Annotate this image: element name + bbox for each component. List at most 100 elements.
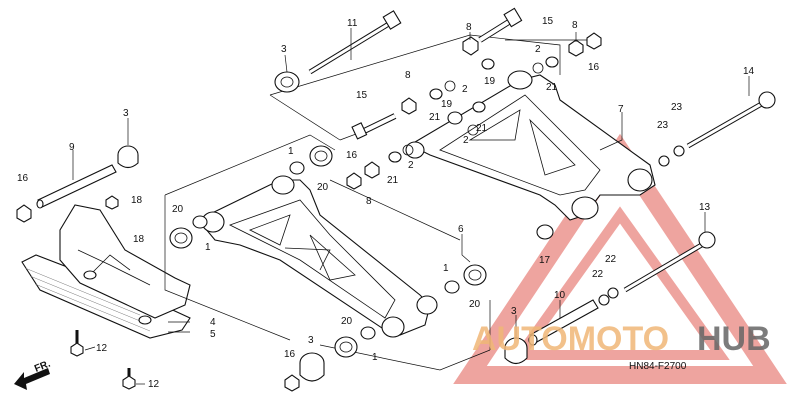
nut-16-right [586,32,602,50]
bolt-15-top [478,7,523,43]
label-2-left: 2 [408,160,414,171]
label-8-low: 8 [366,196,372,207]
label-3-bottom: 3 [308,335,314,346]
label-22-b: 22 [592,269,604,280]
label-13: 13 [699,202,711,213]
front-direction-arrow: FR. [14,358,52,390]
collar-20-a [309,145,333,167]
label-1-b: 1 [205,242,211,253]
nut-8-top [462,36,479,56]
assembly-box-lower [164,134,491,371]
label-3-top: 3 [281,44,287,55]
label-10: 10 [554,290,566,301]
label-17: 17 [539,255,551,266]
label-2-mid: 2 [462,84,468,95]
label-12-b: 12 [148,379,160,390]
nut-16-mid [346,172,362,190]
bushing-1-b [192,215,208,229]
label-20-b: 20 [172,204,184,215]
watermark-text: AUTOMOTO HUB [472,320,771,358]
nut-8-mid [401,97,417,115]
label-1-d: 1 [372,352,378,363]
watermark-part2: HUB [697,320,771,358]
label-8-right: 8 [572,20,578,31]
label-3-right: 3 [511,306,517,317]
label-23-b: 23 [657,120,669,131]
label-19-top: 19 [484,76,496,87]
ring-2-c [402,144,414,156]
watermark-triangle [453,133,787,384]
washer-21-d [388,151,402,163]
bushing-1-c [444,280,460,294]
washer-21-b [472,101,486,113]
washer-21-a [545,56,559,68]
label-18-b: 18 [133,234,145,245]
washer-22-b [607,287,619,299]
label-21-mid-b: 21 [476,123,488,134]
washer-19-b [429,88,443,100]
label-3-left: 3 [123,108,129,119]
shaft-10 [528,299,599,346]
label-5: 5 [210,329,216,340]
label-8-top: 8 [466,22,472,33]
nut-16-bottom [284,374,300,392]
collar-20-b [169,227,193,249]
label-2-low: 2 [463,135,469,146]
label-9: 9 [69,142,75,153]
bolt-18-a [105,195,119,210]
label-16-bottom: 16 [284,349,296,360]
label-14: 14 [743,66,755,77]
watermark-part1: AUTOMOTO [472,320,669,358]
bushing-1-a [289,161,305,175]
bushing-1-d [360,326,376,340]
label-19-mid: 19 [441,99,453,110]
diagram-code: HN84-F2700 [629,361,687,372]
label-23-a: 23 [671,102,683,113]
label-18-a: 18 [131,195,143,206]
label-1-a: 1 [288,146,294,157]
bushing-21-c [447,111,463,125]
collar-20-d [334,336,358,358]
nut-8-lower [364,161,380,179]
label-16-right: 16 [588,62,600,73]
bolt-13 [623,231,716,293]
skid-plate-4-5 [21,204,191,339]
collar-3-right [504,337,528,365]
washer-23-b [673,145,685,157]
label-21-top: 21 [546,82,558,93]
label-8-mid: 8 [405,70,411,81]
label-20-d: 20 [341,316,353,327]
label-20-c: 20 [469,299,481,310]
bolt-14 [686,91,776,149]
label-16-left: 16 [17,173,29,184]
ring-2-d [467,124,479,136]
collar-20-c [463,264,487,286]
lower-arm-6 [201,175,438,338]
upper-arm-7 [405,70,656,221]
collar-3-bottom [299,352,325,382]
bolt-15-mid [351,113,397,140]
washer-23-a [658,155,670,167]
part-labels: 11 3 8 15 8 2 21 16 19 2 8 19 15 21 21 2… [17,16,755,390]
label-1-c: 1 [443,263,449,274]
bolt-12-a [70,330,84,357]
nut-16-left [16,204,32,223]
label-22-a: 22 [605,254,617,265]
label-6: 6 [458,224,464,235]
label-7: 7 [618,104,624,115]
ring-2-a [532,62,544,74]
washer-3-top [274,71,300,93]
rod-9 [36,164,117,209]
washer-22-a [598,294,610,306]
label-2-top: 2 [535,44,541,55]
collar-3-left [117,145,139,169]
label-15-mid: 15 [356,90,368,101]
nut-8-right [568,39,584,57]
ring-2-b [444,80,456,92]
bolt-12-b [122,368,136,390]
label-12-a: 12 [96,343,108,354]
nut-17 [536,224,554,240]
leader-lines [72,28,750,385]
label-16-mid: 16 [346,150,358,161]
